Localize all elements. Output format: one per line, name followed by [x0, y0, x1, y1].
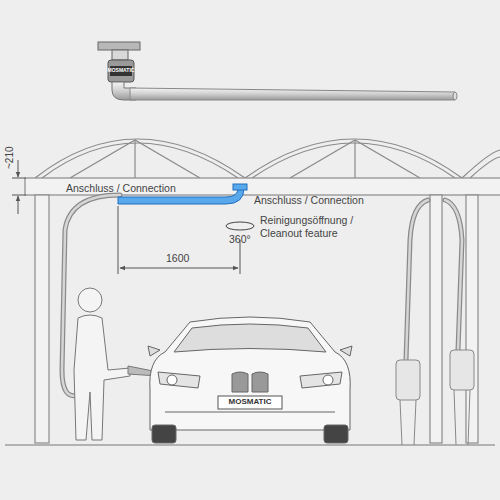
- vacuum-units: [396, 350, 474, 445]
- dimension-1600: [118, 206, 240, 274]
- dimension-label: ~210: [4, 146, 17, 169]
- rotation-label: 360°: [229, 233, 251, 246]
- canopy: [5, 139, 500, 445]
- car: [148, 317, 352, 443]
- connection-label: Anschluss / Connection: [66, 182, 176, 195]
- swivel-arm-product: [98, 42, 457, 100]
- person: [74, 288, 158, 440]
- dimension-label: 1600: [166, 252, 189, 265]
- brand-plate: MOSMATIC: [229, 397, 272, 407]
- cleanout-label: Reinigungsöffnung / Cleanout feature: [260, 214, 372, 240]
- brand-label: MOSMATIC: [108, 67, 135, 73]
- connection-label: Anschluss / Connection: [254, 194, 364, 207]
